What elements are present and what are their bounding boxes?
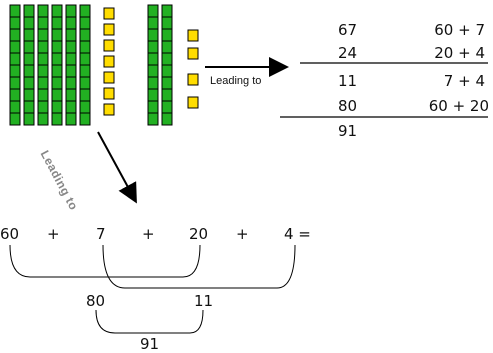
tens-rod-cell bbox=[147, 112, 159, 126]
term-4-equals: 4 = bbox=[284, 225, 311, 243]
tens-rod-cell bbox=[37, 112, 49, 126]
tens-rod bbox=[23, 4, 35, 126]
ones-cube bbox=[103, 39, 115, 52]
ones-cube bbox=[187, 29, 199, 42]
tens-rod-cell bbox=[79, 112, 91, 126]
total: 91 bbox=[140, 335, 160, 353]
table-row-1-left: 24 bbox=[338, 44, 358, 62]
arrow-diagonal bbox=[97, 131, 137, 204]
term-7: 7 bbox=[96, 225, 106, 243]
table-row-3-left: 80 bbox=[338, 97, 358, 115]
bracket-ones bbox=[102, 244, 296, 289]
leading-to-label-right: Leading to bbox=[210, 75, 262, 87]
ones-cube bbox=[103, 7, 115, 20]
ones-cube bbox=[103, 55, 115, 68]
plus-2: + bbox=[142, 225, 155, 243]
ones-cube bbox=[187, 73, 199, 86]
table-row-4-left: 91 bbox=[338, 122, 358, 140]
tens-rod-cell bbox=[51, 112, 63, 126]
ones-cube bbox=[103, 71, 115, 84]
term-60: 60 bbox=[0, 225, 20, 243]
table-row-1-right: 20 + 4 bbox=[434, 44, 485, 62]
tens-rod bbox=[37, 4, 49, 126]
tens-rod bbox=[161, 4, 173, 126]
bracket-total bbox=[95, 309, 204, 334]
tens-rod bbox=[51, 4, 63, 126]
ones-cube bbox=[103, 87, 115, 100]
ones-cube bbox=[103, 103, 115, 116]
ones-cube bbox=[103, 23, 115, 36]
bracket-tens bbox=[9, 244, 201, 278]
table-row-0-left: 67 bbox=[338, 21, 358, 39]
tens-rod bbox=[65, 4, 77, 126]
tens-rod-cell bbox=[161, 112, 173, 126]
tens-rod bbox=[79, 4, 91, 126]
table-row-2-right: 7 + 4 bbox=[443, 72, 485, 90]
tens-rod-cell bbox=[65, 112, 77, 126]
tens-rod-cell bbox=[23, 112, 35, 126]
sum-ones: 11 bbox=[194, 292, 214, 310]
term-20: 20 bbox=[189, 225, 209, 243]
table-row-0-right: 60 + 7 bbox=[434, 21, 485, 39]
tens-rod bbox=[147, 4, 159, 126]
table-row-3-right: 60 + 20 bbox=[428, 97, 489, 115]
tens-rod-cell bbox=[9, 112, 21, 126]
tens-rod bbox=[9, 4, 21, 126]
ones-cube bbox=[187, 96, 199, 109]
plus-3: + bbox=[236, 225, 249, 243]
plus-1: + bbox=[47, 225, 60, 243]
table-row-2-left: 11 bbox=[338, 72, 358, 90]
sum-tens: 80 bbox=[86, 292, 106, 310]
ones-cube bbox=[187, 47, 199, 60]
